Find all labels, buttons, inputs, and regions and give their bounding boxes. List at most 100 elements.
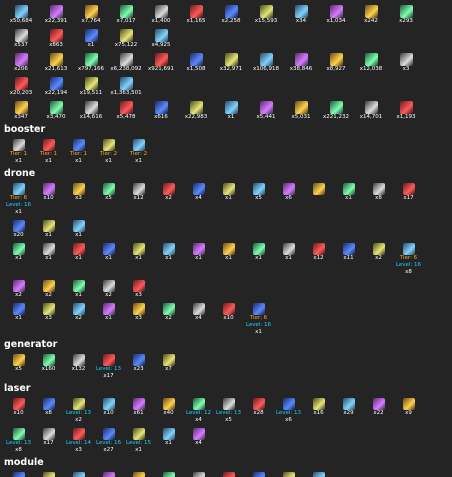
inventory-item[interactable]: x10 <box>214 300 243 322</box>
inventory-item[interactable]: x4 <box>34 469 63 477</box>
inventory-item[interactable]: x10 <box>34 180 63 202</box>
inventory-item[interactable]: x1 <box>334 180 363 202</box>
inventory-item[interactable]: x3 <box>124 277 153 299</box>
inventory-item[interactable]: x3,470 <box>39 98 73 121</box>
inventory-item[interactable]: x1 <box>274 240 303 262</box>
inventory-item[interactable]: Level: 4x1 <box>304 469 333 477</box>
inventory-item[interactable]: x921,691 <box>144 50 178 73</box>
inventory-item[interactable]: x5,441 <box>249 98 283 121</box>
inventory-item[interactable]: x4 <box>184 300 213 322</box>
inventory-item[interactable]: x1 <box>64 240 93 262</box>
inventory-item[interactable]: x14,616 <box>74 98 108 121</box>
inventory-item[interactable] <box>304 180 333 195</box>
inventory-item[interactable]: Level: 4x1 <box>124 469 153 477</box>
inventory-item[interactable]: x61 <box>124 395 153 417</box>
inventory-item[interactable]: x32,971 <box>214 50 248 73</box>
inventory-item[interactable]: x22,391 <box>39 2 73 25</box>
inventory-item[interactable]: x1,363,501 <box>109 74 143 97</box>
inventory-item[interactable]: x8 <box>34 395 63 417</box>
inventory-item[interactable]: x2 <box>154 180 183 202</box>
inventory-item[interactable]: x10 <box>4 395 33 417</box>
inventory-item[interactable]: x1 <box>214 180 243 202</box>
inventory-item[interactable]: x50,684 <box>4 2 38 25</box>
inventory-item[interactable]: x6,238,092 <box>109 50 143 73</box>
inventory-item[interactable]: x537 <box>4 26 38 49</box>
inventory-item[interactable]: x7 <box>214 469 243 477</box>
inventory-item[interactable]: x797,166 <box>74 50 108 73</box>
inventory-item[interactable]: x3 <box>34 300 63 322</box>
inventory-item[interactable]: x2 <box>94 277 123 299</box>
inventory-item[interactable]: x1 <box>154 425 183 447</box>
inventory-item[interactable]: x1,400 <box>144 2 178 25</box>
inventory-item[interactable]: x4 <box>184 425 213 447</box>
inventory-item[interactable]: x19,511 <box>74 74 108 97</box>
inventory-item[interactable]: x1 <box>214 98 248 121</box>
inventory-item[interactable]: x1 <box>124 240 153 262</box>
inventory-item[interactable]: x22,983 <box>179 98 213 121</box>
inventory-item[interactable]: x1 <box>4 240 33 262</box>
inventory-item[interactable]: x8,927 <box>319 50 353 73</box>
inventory-item[interactable]: x4 <box>154 469 183 477</box>
inventory-item[interactable]: x40 <box>154 395 183 417</box>
inventory-item[interactable]: x5 <box>94 180 123 202</box>
inventory-item[interactable]: x4,925 <box>144 26 178 49</box>
inventory-item[interactable]: x2 <box>64 300 93 322</box>
inventory-item[interactable]: x5 <box>4 351 33 373</box>
inventory-item[interactable]: x1 <box>94 240 123 262</box>
inventory-item[interactable]: x1 <box>244 240 273 262</box>
inventory-item[interactable]: x3 <box>389 50 423 73</box>
inventory-item[interactable]: x1,034 <box>319 2 353 25</box>
inventory-item[interactable]: x1 <box>4 300 33 322</box>
inventory-item[interactable]: x221,232 <box>319 98 353 121</box>
inventory-item[interactable]: x28 <box>244 395 273 417</box>
inventory-item[interactable]: Level: 3x1 <box>94 469 123 477</box>
inventory-item[interactable]: x1 <box>94 300 123 322</box>
inventory-item[interactable]: x2 <box>154 300 183 322</box>
inventory-item[interactable]: Level: 4x1 <box>244 469 273 477</box>
inventory-item[interactable]: x14,701 <box>354 98 388 121</box>
inventory-item[interactable]: x1 <box>64 277 93 299</box>
inventory-item[interactable]: x23 <box>124 351 153 373</box>
inventory-item[interactable]: x21,613 <box>39 50 73 73</box>
inventory-item[interactable]: x15,593 <box>249 2 283 25</box>
inventory-item[interactable]: x2 <box>364 240 393 262</box>
inventory-item[interactable]: x863 <box>39 26 73 49</box>
inventory-item[interactable]: x3 <box>64 180 93 202</box>
inventory-item[interactable]: x293 <box>389 2 423 25</box>
inventory-item[interactable]: x16 <box>304 395 333 417</box>
inventory-item[interactable]: x132 <box>64 351 93 373</box>
inventory-item[interactable]: x1 <box>184 240 213 262</box>
inventory-item[interactable]: x22,194 <box>39 74 73 97</box>
inventory-item[interactable]: x616 <box>144 98 178 121</box>
inventory-item[interactable]: x3 <box>124 300 153 322</box>
inventory-item[interactable]: x12,038 <box>354 50 388 73</box>
inventory-item[interactable]: x20 <box>4 217 33 239</box>
inventory-item[interactable]: Level: 4x1 <box>184 469 213 477</box>
inventory-item[interactable]: x9 <box>394 395 423 417</box>
inventory-item[interactable]: x106,918 <box>249 50 283 73</box>
inventory-item[interactable]: x1 <box>74 26 108 49</box>
inventory-item[interactable]: x1 <box>64 469 93 477</box>
inventory-item[interactable]: x12 <box>304 240 333 262</box>
inventory-item[interactable]: x7,764 <box>74 2 108 25</box>
inventory-item[interactable]: x2,258 <box>214 2 248 25</box>
inventory-item[interactable]: x1,508 <box>179 50 213 73</box>
inventory-item[interactable]: x2 <box>34 277 63 299</box>
inventory-item[interactable]: x1 <box>214 240 243 262</box>
inventory-item[interactable]: x34 <box>284 2 318 25</box>
inventory-item[interactable]: x1 <box>64 217 93 239</box>
inventory-item[interactable]: x1 <box>154 240 183 262</box>
inventory-item[interactable]: x5 <box>244 180 273 202</box>
inventory-item[interactable]: x22 <box>364 395 393 417</box>
